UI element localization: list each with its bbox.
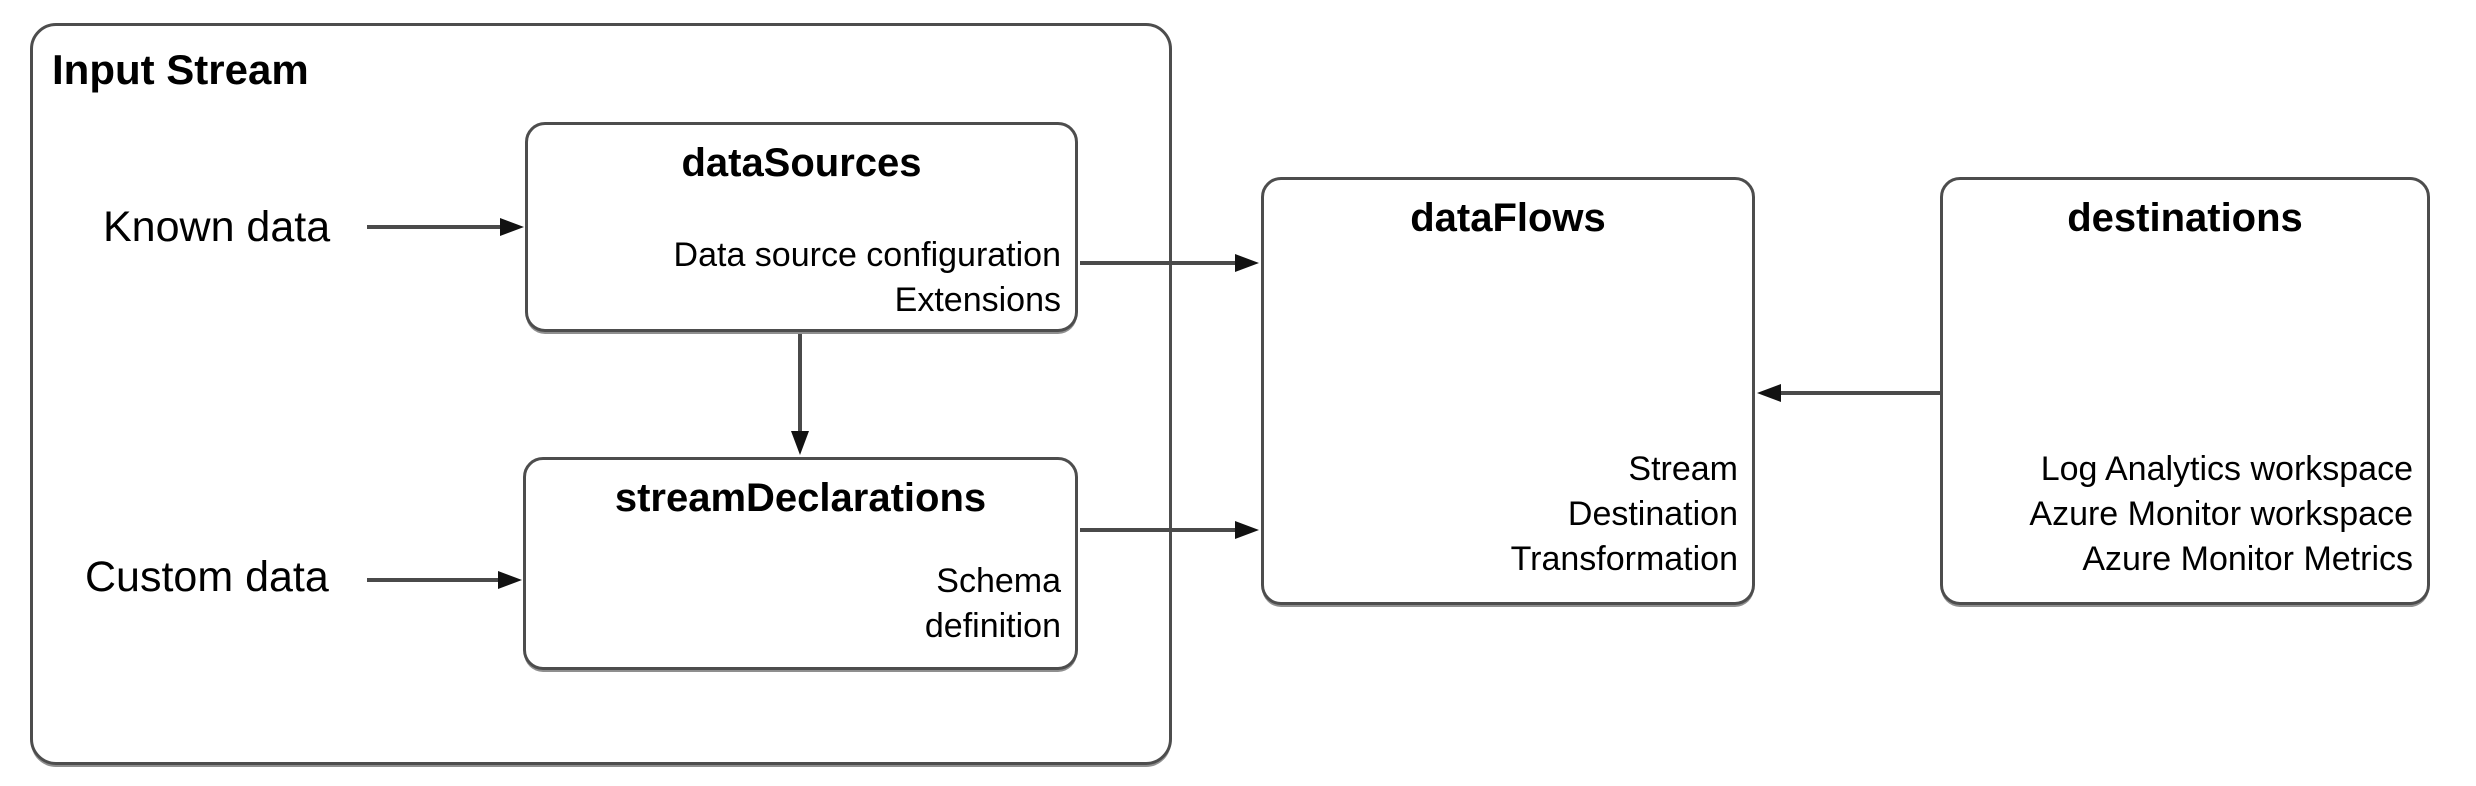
node-dataflows-body: Stream Destination Transformation xyxy=(1264,447,1752,602)
arrow-destinations-to-dataflows xyxy=(1757,384,1940,402)
node-destinations: destinations Log Analytics workspace Azu… xyxy=(1940,177,2430,605)
node-destinations-title: destinations xyxy=(2067,196,2303,240)
node-streamdeclarations-title: streamDeclarations xyxy=(614,476,987,520)
node-streamdeclarations: streamDeclarations Schema definition xyxy=(523,457,1078,670)
node-streamdeclarations-line: Schema xyxy=(936,562,1061,600)
node-destinations-line: Azure Monitor Metrics xyxy=(2082,540,2413,578)
input-stream-group: Input Stream xyxy=(30,23,1172,765)
node-dataflows-title: dataFlows xyxy=(1410,196,1606,240)
node-destinations-line: Azure Monitor workspace xyxy=(2029,495,2413,533)
node-dataflows-line: Transformation xyxy=(1510,540,1738,578)
input-stream-group-title: Input Stream xyxy=(52,46,309,93)
node-dataflows-line: Destination xyxy=(1567,495,1738,533)
known-data-label: Known data xyxy=(103,203,331,251)
node-datasources-line: Data source configuration xyxy=(673,236,1061,274)
node-datasources-body: Data source configuration Extensions xyxy=(528,233,1075,329)
node-destinations-body: Log Analytics workspace Azure Monitor wo… xyxy=(1943,447,2427,602)
node-datasources: dataSources Data source configuration Ex… xyxy=(525,122,1078,332)
node-streamdeclarations-body: Schema definition xyxy=(526,559,1075,667)
custom-data-label: Custom data xyxy=(85,553,329,601)
node-destinations-line: Log Analytics workspace xyxy=(2040,450,2413,488)
node-dataflows-line: Stream xyxy=(1628,450,1738,488)
node-dataflows: dataFlows Stream Destination Transformat… xyxy=(1261,177,1755,605)
node-streamdeclarations-line: definition xyxy=(924,607,1061,645)
node-datasources-line: Extensions xyxy=(894,281,1061,319)
node-datasources-title: dataSources xyxy=(681,141,922,185)
